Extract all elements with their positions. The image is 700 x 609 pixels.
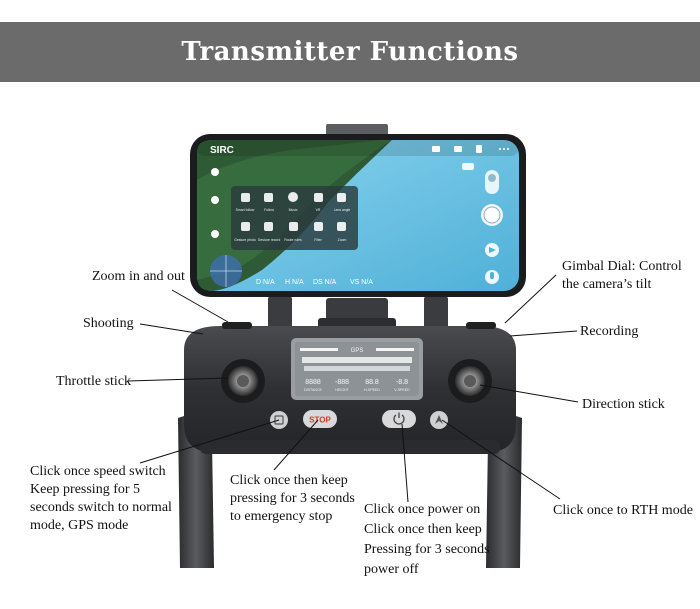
leader-shooting bbox=[139, 323, 204, 335]
shutter-icon bbox=[481, 204, 503, 226]
phone-menu-panel bbox=[231, 186, 358, 250]
menu-item-lens-angle: Lens angle bbox=[334, 208, 351, 212]
power-button[interactable] bbox=[382, 410, 416, 428]
throttle-stick[interactable] bbox=[221, 359, 265, 403]
menu-item-gesture-record: Gesture record bbox=[258, 238, 281, 242]
label-speed-switch: Click once speed switch Keep pressing fo… bbox=[30, 464, 172, 533]
label-shooting: Shooting bbox=[83, 316, 134, 331]
menu-item-gesture-photo: Gesture photo bbox=[234, 238, 256, 242]
menu-item-filter: Filter bbox=[314, 238, 322, 242]
leader-throttle bbox=[127, 377, 229, 382]
lcd-label-distance: DISTANCE bbox=[304, 388, 323, 392]
speed-icon bbox=[274, 415, 284, 425]
telemetry-dspeed: DS N/A bbox=[313, 279, 337, 286]
label-rth: Click once to RTH mode bbox=[553, 503, 693, 518]
lcd-label-height: HEIGHT bbox=[335, 388, 349, 392]
leader-rth bbox=[441, 419, 561, 500]
menu-item-follow: Follow bbox=[264, 208, 274, 212]
power-icon bbox=[393, 412, 405, 425]
telemetry-distance: D N/A bbox=[256, 279, 275, 286]
lcd-gps-text: GPS bbox=[351, 348, 364, 354]
label-zoom: Zoom in and out bbox=[92, 269, 185, 284]
label-gimbal-dial: Gimbal Dial: Control the camera’s tilt bbox=[562, 259, 682, 292]
menu-item-vr: VR bbox=[316, 208, 321, 212]
leader-speed bbox=[139, 419, 280, 464]
lcd-label-hspeed: H-SPEED bbox=[364, 388, 380, 392]
video-icon bbox=[485, 243, 499, 257]
label-recording: Recording bbox=[580, 324, 639, 339]
lcd-value-vspeed: -8.8 bbox=[396, 379, 408, 386]
page-title: Transmitter Functions bbox=[181, 37, 519, 67]
stop-label: STOP bbox=[309, 416, 331, 425]
label-throttle: Throttle stick bbox=[56, 374, 132, 389]
mic-icon bbox=[485, 270, 499, 284]
menu-item-route-rules: Route rules bbox=[284, 238, 302, 242]
lcd-label-vspeed: V-SPEED bbox=[394, 388, 410, 392]
leader-zoom bbox=[171, 289, 229, 323]
shooting-shoulder-button bbox=[222, 322, 252, 329]
title-banner: Transmitter Functions bbox=[0, 22, 700, 82]
stop-button[interactable]: STOP bbox=[303, 410, 337, 428]
leader-emergency bbox=[273, 419, 319, 471]
holder-arm-right bbox=[424, 296, 448, 330]
recording-shoulder-button bbox=[466, 322, 496, 329]
holder-arm-left bbox=[268, 296, 292, 330]
phone-logo: SIRC bbox=[210, 145, 234, 156]
label-emergency-stop: Click once then keep pressing for 3 seco… bbox=[230, 473, 355, 524]
telemetry-vspeed: VS N/A bbox=[350, 279, 373, 286]
telemetry-height: H N/A bbox=[285, 279, 304, 286]
direction-stick[interactable] bbox=[448, 359, 492, 403]
lcd-value-height: -888 bbox=[335, 379, 349, 386]
lcd-value-hspeed: 88.8 bbox=[365, 379, 379, 386]
radar-icon bbox=[210, 255, 242, 287]
menu-item-music: Music bbox=[289, 208, 298, 212]
leader-gimbal bbox=[504, 274, 557, 324]
menu-item-zoom: Zoom bbox=[338, 238, 347, 242]
holder-top-clamp bbox=[326, 124, 388, 136]
rth-icon bbox=[435, 415, 443, 424]
lcd-value-distance: 8888 bbox=[305, 379, 321, 386]
label-direction: Direction stick bbox=[582, 397, 665, 412]
leader-recording bbox=[509, 330, 578, 337]
rth-button[interactable] bbox=[430, 411, 448, 429]
leader-direction bbox=[479, 384, 579, 403]
label-power: Click once power on Click once then keep… bbox=[364, 502, 490, 577]
menu-item-smart-follow: Smart follow bbox=[236, 208, 255, 212]
leader-power bbox=[401, 423, 409, 503]
